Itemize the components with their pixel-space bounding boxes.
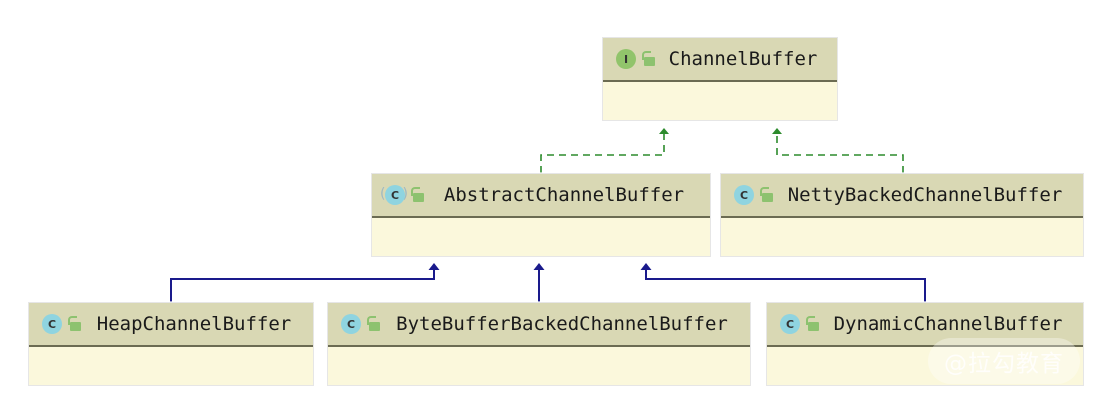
class-icon: C <box>778 313 800 335</box>
uml-class-channel-buffer[interactable]: I ChannelBuffer <box>602 37 838 121</box>
uml-class-name: ByteBufferBackedChannelBuffer <box>396 313 728 335</box>
uml-class-members <box>603 82 837 120</box>
class-icon: C <box>732 184 754 206</box>
unlock-icon <box>67 315 83 333</box>
unlock-shackle <box>68 316 77 325</box>
uml-class-name: NettyBackedChannelBuffer <box>787 184 1063 206</box>
kind-glyph: C <box>341 314 361 334</box>
uml-class-header: C HeapChannelBuffer <box>29 303 313 347</box>
kind-glyph: C <box>734 185 754 205</box>
uml-class-header: I ChannelBuffer <box>603 38 837 82</box>
unlock-body <box>808 322 819 331</box>
unlock-icon <box>805 315 821 333</box>
class-icon: C <box>339 313 361 335</box>
kind-glyph: I <box>616 49 636 69</box>
interface-icon: I <box>614 48 636 70</box>
unlock-body <box>762 193 773 202</box>
uml-class-byte-buffer-backed-channel-buffer[interactable]: C ByteBufferBackedChannelBuffer <box>327 302 751 386</box>
abstract-marker-right: ) <box>402 186 408 202</box>
uml-class-name: HeapChannelBuffer <box>96 313 292 335</box>
edge-netty-implements-channelbuffer <box>772 128 904 173</box>
uml-class-netty-backed-channel-buffer[interactable]: C NettyBackedChannelBuffer <box>720 173 1084 257</box>
unlock-shackle <box>367 316 376 325</box>
uml-class-members <box>328 347 750 385</box>
uml-class-header: C NettyBackedChannelBuffer <box>721 174 1083 218</box>
unlock-body <box>70 322 81 331</box>
unlock-shackle <box>806 316 815 325</box>
uml-class-dynamic-channel-buffer[interactable]: C DynamicChannelBuffer <box>766 302 1084 386</box>
unlock-body <box>644 57 655 66</box>
uml-class-heap-channel-buffer[interactable]: C HeapChannelBuffer <box>28 302 314 386</box>
edge-abstract-implements-channelbuffer <box>540 128 669 173</box>
unlock-body <box>413 193 424 202</box>
edge-dynamic-extends-abstract <box>640 263 926 302</box>
unlock-body <box>369 322 380 331</box>
kind-glyph: C <box>42 314 62 334</box>
unlock-shackle <box>642 51 651 60</box>
abstract-marker-left: ( <box>380 186 386 202</box>
unlock-icon <box>641 50 657 68</box>
class-icon: ()C <box>380 184 408 206</box>
edge-heap-extends-abstract <box>170 263 440 302</box>
uml-class-members <box>29 347 313 385</box>
uml-class-members <box>767 347 1083 385</box>
unlock-shackle <box>760 187 769 196</box>
uml-class-header: C DynamicChannelBuffer <box>767 303 1083 347</box>
unlock-icon <box>759 186 775 204</box>
kind-glyph: C <box>780 314 800 334</box>
unlock-icon <box>410 186 426 204</box>
uml-class-header: ()C AbstractChannelBuffer <box>372 174 710 218</box>
uml-class-members <box>721 218 1083 256</box>
class-icon: C <box>40 313 62 335</box>
uml-class-name: ChannelBuffer <box>668 48 818 70</box>
unlock-shackle <box>411 187 420 196</box>
unlock-icon <box>366 315 382 333</box>
uml-class-abstract-channel-buffer[interactable]: ()C AbstractChannelBuffer <box>371 173 711 257</box>
uml-class-header: C ByteBufferBackedChannelBuffer <box>328 303 750 347</box>
uml-class-name: AbstractChannelBuffer <box>443 184 685 206</box>
kind-glyph: C <box>385 185 405 205</box>
uml-class-members <box>372 218 710 256</box>
uml-class-name: DynamicChannelBuffer <box>833 313 1063 335</box>
